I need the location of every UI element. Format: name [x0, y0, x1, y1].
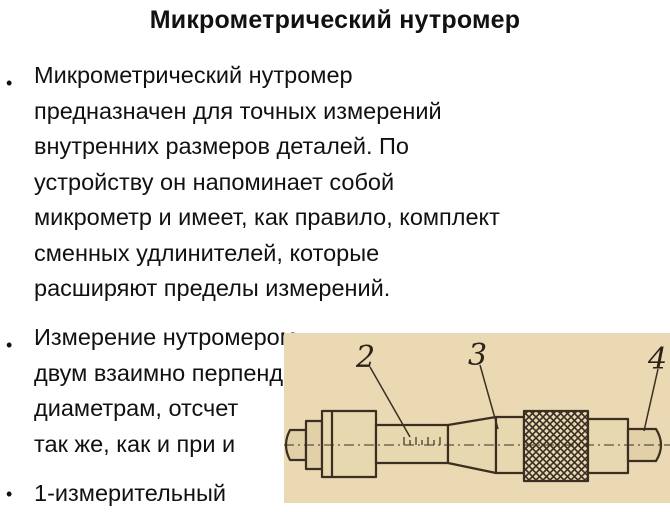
text-line: диаметрам, отсчет [34, 395, 239, 421]
bullet-text-1: Микрометрический нутромер предназначен д… [34, 58, 500, 307]
stem-collar [320, 409, 378, 479]
bullet-marker-3: • [6, 484, 13, 504]
text-line: Микрометрический нутромер [34, 62, 353, 88]
bullet-text-3: 1-измерительный [34, 476, 226, 512]
right-sleeve [586, 417, 630, 475]
text-line: сменных удлинителей, которые [34, 239, 380, 266]
label-2: 2 [355, 340, 375, 375]
text-line: так же, как и при и [34, 430, 236, 457]
text-line: Измерение нутромером [34, 324, 296, 350]
left-measuring-tip [284, 428, 308, 462]
text-line: 1-измерительный [34, 480, 226, 506]
scale-marks [403, 437, 441, 445]
leader-3 [479, 364, 499, 430]
text-line: микрометр и имеет, как правило, комплект [34, 204, 500, 230]
text-line: предназначен для точных измерений [34, 97, 442, 124]
micrometer-drawing: 2 3 4 [284, 333, 670, 503]
label-3: 3 [468, 338, 487, 373]
stem [374, 423, 450, 465]
text-line: расширяют пределы измерений. [34, 275, 391, 301]
bullet-marker-1: • [6, 73, 13, 93]
bullet-marker-2: • [6, 335, 13, 355]
text-line: устройству он напоминает собой [34, 168, 395, 195]
leader-2 [369, 366, 411, 438]
leader-4 [643, 368, 659, 432]
text-line: внутренних размеров деталей. По [34, 133, 410, 159]
label-4: 4 [647, 342, 667, 377]
slide-title: Микрометрический нутромер [149, 6, 521, 34]
knurled-grip [522, 409, 590, 483]
